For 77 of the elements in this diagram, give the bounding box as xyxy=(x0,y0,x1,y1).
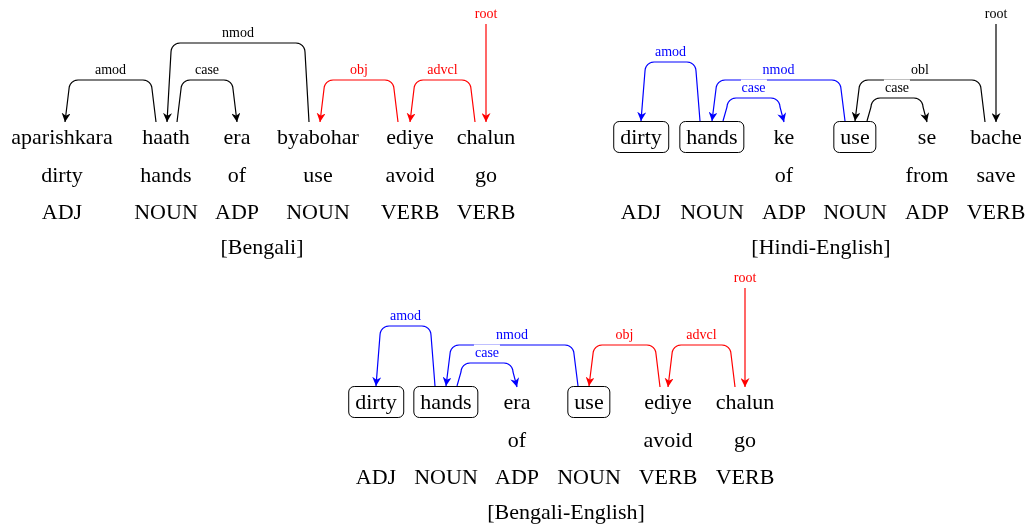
token: ediye xyxy=(637,387,699,417)
dependency-arrow xyxy=(991,23,1001,123)
gloss-text: of xyxy=(774,162,794,188)
edge-label: obj xyxy=(349,61,369,77)
edge-label: obj xyxy=(614,326,635,342)
dependency-arrow xyxy=(851,79,986,123)
edge-label: nmod xyxy=(495,326,529,342)
pos-tag: NOUN xyxy=(286,199,350,225)
pos-tag: VERB xyxy=(380,199,440,225)
token: era xyxy=(216,122,258,152)
dependency-arrow xyxy=(722,97,787,123)
token: se xyxy=(910,122,944,152)
token: bache xyxy=(963,122,1029,152)
dependency-arrow xyxy=(176,79,241,123)
gloss-text: hands xyxy=(140,162,192,188)
caption: [Hindi-English] xyxy=(751,234,891,260)
token: haath xyxy=(135,122,197,152)
token: chalun xyxy=(708,387,782,417)
gloss-text: dirty xyxy=(41,162,83,188)
pos-tag: ADJ xyxy=(620,199,662,225)
dependency-arrow xyxy=(316,79,399,123)
pos-tag: NOUN xyxy=(557,464,621,490)
token: ediye xyxy=(379,122,441,152)
dependency-arrow xyxy=(637,61,701,122)
pos-tag: NOUN xyxy=(680,199,744,225)
caption: [Bengali] xyxy=(220,234,304,260)
pos-tag: NOUN xyxy=(823,199,887,225)
dependency-arrow xyxy=(708,79,846,122)
gloss-text: of xyxy=(227,162,247,188)
dependency-arrow xyxy=(442,344,579,387)
caption: [Bengali-English] xyxy=(487,499,645,525)
edge-label: case xyxy=(883,79,911,95)
edge-label: advcl xyxy=(426,61,459,77)
pos-tag: ADJ xyxy=(41,199,83,225)
token: aparishkara xyxy=(4,122,120,152)
dependency-arrow xyxy=(406,79,476,123)
dependency-arrow xyxy=(585,344,661,388)
gloss-text: of xyxy=(507,427,527,453)
pos-tag: ADP xyxy=(905,199,949,225)
gloss-text: from xyxy=(905,162,949,188)
gloss-text: use xyxy=(303,162,333,188)
token: byabohar xyxy=(270,122,366,152)
pos-tag: VERB xyxy=(456,199,516,225)
gloss-text: save xyxy=(976,162,1016,188)
edge-label: amod xyxy=(388,307,423,323)
edge-label: obl xyxy=(910,61,930,77)
pos-tag: VERB xyxy=(966,199,1026,225)
pos-tag: NOUN xyxy=(414,464,478,490)
dependency-arrow xyxy=(61,79,157,123)
token: ke xyxy=(766,122,802,152)
pos-tag: ADJ xyxy=(355,464,397,490)
dependency-arrow xyxy=(481,23,491,123)
token: era xyxy=(496,387,538,417)
pos-tag: VERB xyxy=(638,464,698,490)
gloss-text: go xyxy=(475,162,497,188)
edge-label: amod xyxy=(93,61,128,77)
gloss-text: go xyxy=(734,427,756,453)
gloss-text: avoid xyxy=(385,162,435,188)
dependency-arrow xyxy=(456,362,520,388)
token: chalun xyxy=(449,122,523,152)
pos-tag: NOUN xyxy=(134,199,198,225)
edge-label: case xyxy=(740,79,767,95)
pos-tag: ADP xyxy=(762,199,806,225)
dependency-arrow xyxy=(372,325,436,387)
dependency-arrow xyxy=(163,42,310,123)
edge-label: case xyxy=(473,344,501,360)
gloss-text: avoid xyxy=(643,427,693,453)
edge-label: advcl xyxy=(685,326,718,342)
dependency-arrow xyxy=(866,97,930,123)
pos-tag: ADP xyxy=(215,199,259,225)
edge-label: nmod xyxy=(761,61,796,77)
edge-label: amod xyxy=(653,43,688,59)
dependency-arrow xyxy=(664,344,736,388)
edge-label: nmod xyxy=(221,24,255,40)
dependency-arrow xyxy=(740,287,750,388)
pos-tag: VERB xyxy=(715,464,775,490)
pos-tag: ADP xyxy=(495,464,539,490)
